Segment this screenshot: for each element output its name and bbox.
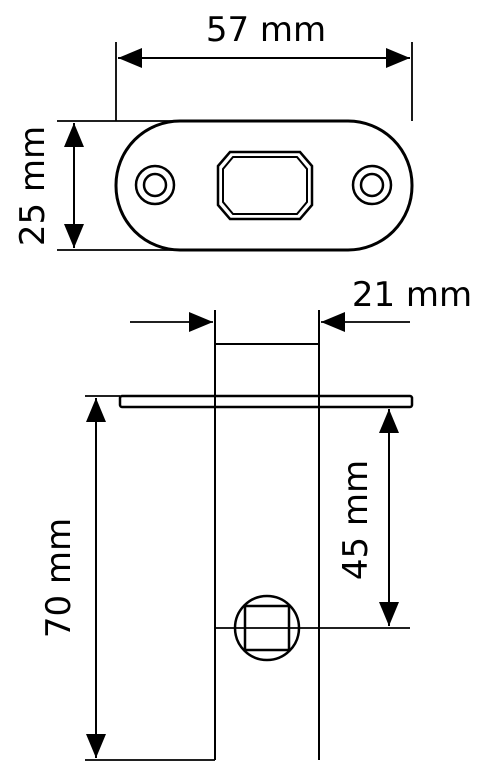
dimension-latch-width: 21 mm — [130, 275, 472, 332]
latch-opening-outer — [216, 150, 314, 221]
dimension-backset: 45 mm — [336, 409, 399, 626]
dimension-latch-length: 70 mm — [39, 395, 215, 761]
left-screw-hole-inner — [142, 172, 168, 198]
dimension-plate-height: 25 mm — [13, 120, 180, 251]
latch-length-label: 70 mm — [39, 518, 79, 638]
right-screw-hole-inner — [359, 172, 385, 198]
plate-width-label: 57 mm — [206, 10, 326, 50]
left-screw-hole-outer — [134, 164, 176, 206]
backset-label: 45 mm — [336, 460, 376, 580]
latch-body — [118, 310, 414, 760]
latch-width-label: 21 mm — [352, 275, 472, 315]
dimension-plate-width: 57 mm — [115, 10, 413, 121]
plate-height-label: 25 mm — [13, 126, 53, 246]
right-screw-hole-outer — [351, 164, 393, 206]
faceplate — [118, 394, 414, 409]
strike-plate-outline — [114, 119, 414, 252]
strike-plate — [114, 119, 414, 252]
latch-opening-inner — [222, 156, 308, 215]
